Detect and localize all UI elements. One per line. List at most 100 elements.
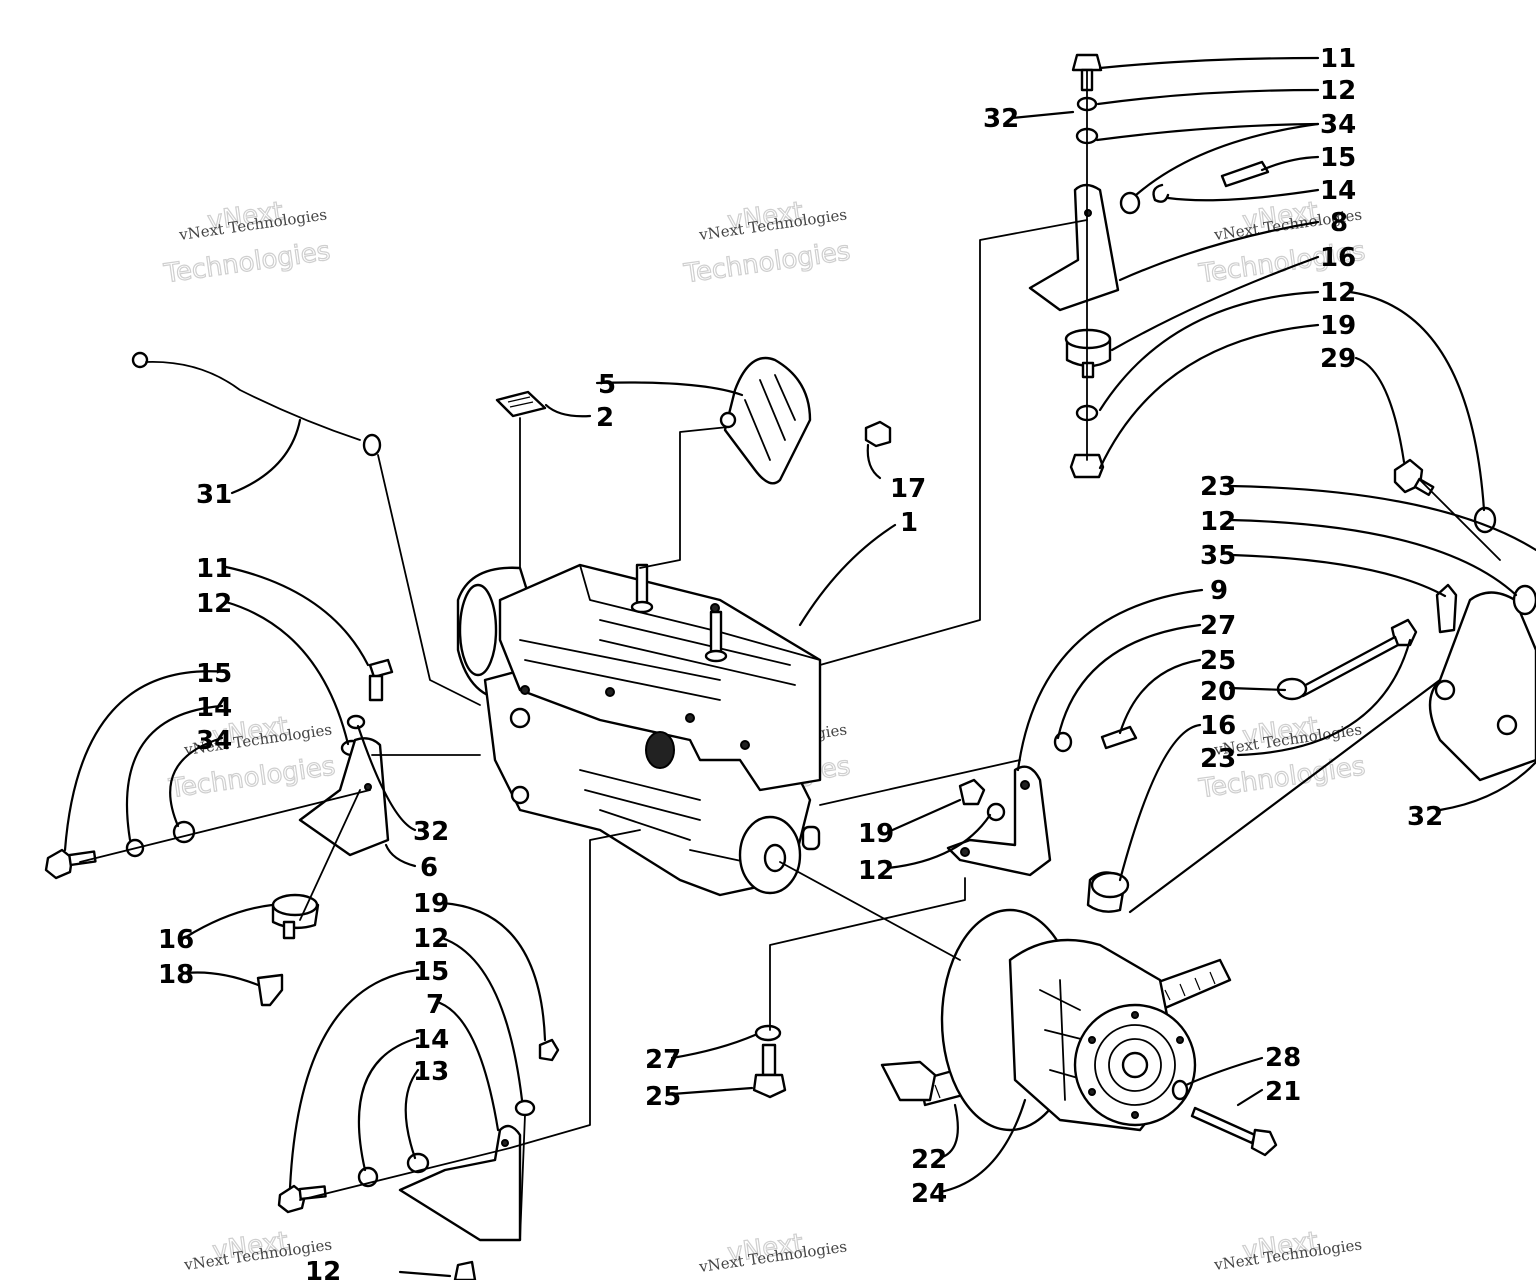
leader-line	[169, 736, 224, 828]
assembly-line	[299, 829, 641, 1201]
assembly-line	[79, 789, 371, 863]
washer	[1053, 731, 1073, 753]
bolt-shank	[1413, 477, 1435, 497]
washer	[514, 1099, 536, 1117]
hex-nut	[958, 778, 986, 806]
leader-line	[184, 971, 260, 987]
leader-line	[1354, 356, 1406, 464]
callout-12: 12	[1200, 507, 1236, 537]
callout-19: 19	[1320, 311, 1356, 341]
hex-bolt	[368, 658, 394, 679]
watermark-2: vNext vNext Technologies Technologies	[681, 196, 853, 290]
callout-12: 12	[305, 1257, 341, 1280]
callout-12: 12	[413, 924, 449, 954]
callout-24: 24	[911, 1179, 947, 1209]
engine-boss	[801, 825, 821, 851]
recoil-cover	[723, 356, 812, 485]
washer	[986, 802, 1006, 822]
cover-ring	[1094, 1024, 1176, 1106]
bolt-hole	[710, 603, 720, 613]
callout-19: 19	[413, 889, 449, 919]
leader-line	[544, 403, 592, 418]
leader-line	[1438, 760, 1536, 812]
leader-line	[1056, 623, 1202, 740]
callout-31: 31	[196, 480, 232, 510]
crankcase-port	[509, 707, 531, 729]
callout-19: 19	[858, 819, 894, 849]
bolt-hole	[740, 740, 750, 750]
callout-15: 15	[196, 659, 232, 689]
long-bolt	[1298, 635, 1400, 698]
callout-32: 32	[1407, 802, 1443, 832]
ground-cable	[145, 361, 361, 441]
spark-plug-stud	[635, 563, 649, 607]
bolt-hole	[605, 687, 615, 697]
leader-line	[440, 901, 547, 1042]
bracket-hole	[501, 1139, 509, 1147]
hex-bolt	[277, 1184, 307, 1214]
leader-line	[1228, 484, 1536, 552]
callout-25: 25	[645, 1082, 681, 1112]
leader-line	[440, 936, 524, 1102]
leader-line	[670, 1086, 754, 1096]
leader-line	[1236, 638, 1412, 757]
bolt-shank	[68, 850, 97, 867]
leader-line	[224, 565, 370, 667]
leader-line	[1230, 553, 1447, 598]
leader-line	[125, 704, 224, 842]
hex-bolt	[453, 1260, 477, 1280]
callout-21: 21	[1265, 1077, 1301, 1107]
upper-mount-stack	[1028, 53, 1270, 479]
engine-assembly	[456, 563, 822, 897]
recoil-pulley	[719, 411, 737, 429]
crankcase-opening	[645, 731, 675, 769]
crankcase-port	[510, 785, 530, 805]
bolt-hole	[685, 713, 695, 723]
bolt-shank	[368, 674, 384, 702]
assembly-line	[779, 861, 961, 961]
leader-line	[1236, 1088, 1264, 1107]
leader-line	[670, 1033, 757, 1060]
callout-12: 12	[196, 589, 232, 619]
leader-line	[356, 724, 417, 832]
callout-8: 8	[1330, 208, 1348, 238]
clutch-washer	[1171, 1079, 1189, 1101]
assembly-lines	[79, 219, 1501, 1241]
callout-32: 32	[413, 817, 449, 847]
intake-opening	[458, 583, 498, 677]
cover-ring	[1108, 1038, 1162, 1092]
crankcase-ribs	[579, 769, 761, 866]
leader-line	[184, 903, 274, 939]
leader-line	[230, 418, 302, 495]
callout-23: 23	[1200, 472, 1236, 502]
leader-line	[1166, 188, 1320, 202]
small-bolt	[1220, 160, 1270, 188]
callout-17: 17	[890, 474, 926, 504]
tab-bracket	[1435, 583, 1458, 634]
watermark-8: vNext vNext Technologies	[697, 1228, 848, 1276]
bracket-hole	[364, 783, 372, 791]
washer	[754, 1024, 782, 1042]
leader-line	[384, 843, 417, 868]
leader-line	[798, 523, 897, 627]
callout-13: 13	[413, 1057, 449, 1087]
plate-hole	[1496, 714, 1518, 736]
watermark-text: Technologies	[682, 236, 853, 289]
callout-12: 12	[858, 856, 894, 886]
cover-bolt	[1131, 1011, 1139, 1019]
leader-lines	[63, 56, 1536, 1278]
cover-bolt	[1088, 1088, 1096, 1096]
leader-line	[1134, 122, 1320, 197]
mount-bracket	[398, 1124, 522, 1242]
leader-line	[1228, 686, 1287, 692]
callout-14: 14	[413, 1025, 449, 1055]
watermark-9: vNext vNext Technologies	[1212, 1226, 1363, 1274]
callout-18: 18	[158, 960, 194, 990]
callout-14: 14	[1320, 176, 1356, 206]
callout-23: 23	[1200, 744, 1236, 774]
lock-washer	[346, 714, 366, 730]
decal-marks	[507, 396, 534, 408]
leader-line	[1118, 658, 1202, 735]
isolator-top	[1064, 328, 1112, 350]
leader-line	[886, 798, 962, 834]
